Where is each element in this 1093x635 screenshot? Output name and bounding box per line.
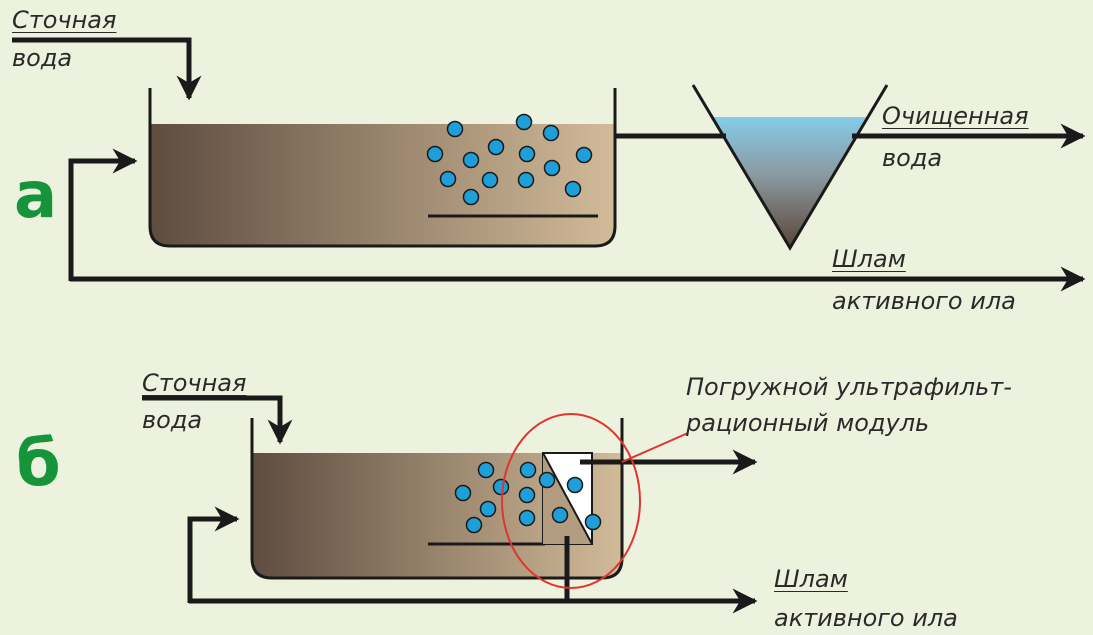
air-bubble bbox=[454, 484, 472, 502]
air-bubble bbox=[543, 159, 561, 177]
settling-tank-a-wall bbox=[691, 84, 889, 251]
air-bubble bbox=[542, 124, 560, 142]
air-bubble bbox=[538, 471, 556, 489]
inflow-label-a-line2: вода bbox=[12, 44, 73, 72]
air-bubble bbox=[566, 476, 584, 494]
inflow-label-b-line2: вода bbox=[142, 406, 203, 434]
panel-b bbox=[142, 395, 758, 614]
air-bubble bbox=[446, 120, 464, 138]
outflow-label-a-line2: вода bbox=[882, 144, 943, 172]
sludge-label-a-line1: Шлам bbox=[832, 245, 906, 273]
callout-line bbox=[621, 432, 689, 463]
panel-letter-b: б bbox=[16, 427, 61, 501]
aeration-tank-b-wall bbox=[250, 418, 624, 580]
panel-letter-a: а bbox=[14, 159, 58, 233]
inflow-label-a-line1: Сточная bbox=[12, 6, 117, 34]
sludge-label-a-line2: активного ила bbox=[832, 287, 1016, 315]
inflow-label-b-line1: Сточная bbox=[142, 369, 247, 397]
sludge-return-b bbox=[187, 506, 240, 603]
uf-membrane bbox=[542, 452, 593, 545]
air-bubble bbox=[564, 180, 582, 198]
air-bubble bbox=[551, 506, 569, 524]
air-bubble bbox=[465, 516, 483, 534]
air-bubble bbox=[481, 171, 499, 189]
air-bubble bbox=[487, 138, 505, 156]
air-bubble bbox=[519, 461, 537, 479]
air-bubble bbox=[518, 486, 536, 504]
air-bubble bbox=[492, 478, 510, 496]
sludge-return-a bbox=[68, 148, 138, 281]
air-bubbles-a bbox=[426, 113, 593, 206]
sludge-label-b-line2: активного ила bbox=[774, 604, 958, 632]
air-bubble bbox=[517, 171, 535, 189]
air-bubble bbox=[462, 188, 480, 206]
air-bubble bbox=[575, 146, 593, 164]
inflow-pipe-a bbox=[12, 37, 202, 101]
air-bubble bbox=[518, 145, 536, 163]
air-bubble bbox=[426, 145, 444, 163]
settling-tank-a bbox=[711, 117, 866, 248]
outflow-label-a-line1: Очищенная bbox=[882, 102, 1029, 130]
air-bubble bbox=[462, 151, 480, 169]
sludge-label-b-line1: Шлам bbox=[774, 565, 848, 593]
module-label-line1: Погружной ультрафильт- bbox=[686, 373, 1012, 401]
air-bubble bbox=[518, 509, 536, 527]
air-bubble bbox=[477, 461, 495, 479]
module-label-line2: рационный модуль bbox=[686, 409, 930, 437]
aeration-tank-a-liquid bbox=[150, 124, 615, 246]
inflow-pipe-b bbox=[142, 395, 293, 445]
air-bubble bbox=[515, 113, 533, 131]
air-bubble bbox=[479, 500, 497, 518]
aeration-tank-a-wall bbox=[148, 88, 617, 248]
panel-a bbox=[12, 37, 1086, 292]
aeration-tank-b-liquid bbox=[252, 453, 622, 578]
air-bubbles-b bbox=[454, 461, 602, 534]
air-bubble bbox=[439, 170, 457, 188]
uf-module-highlight bbox=[501, 413, 641, 589]
air-bubble bbox=[584, 513, 602, 531]
